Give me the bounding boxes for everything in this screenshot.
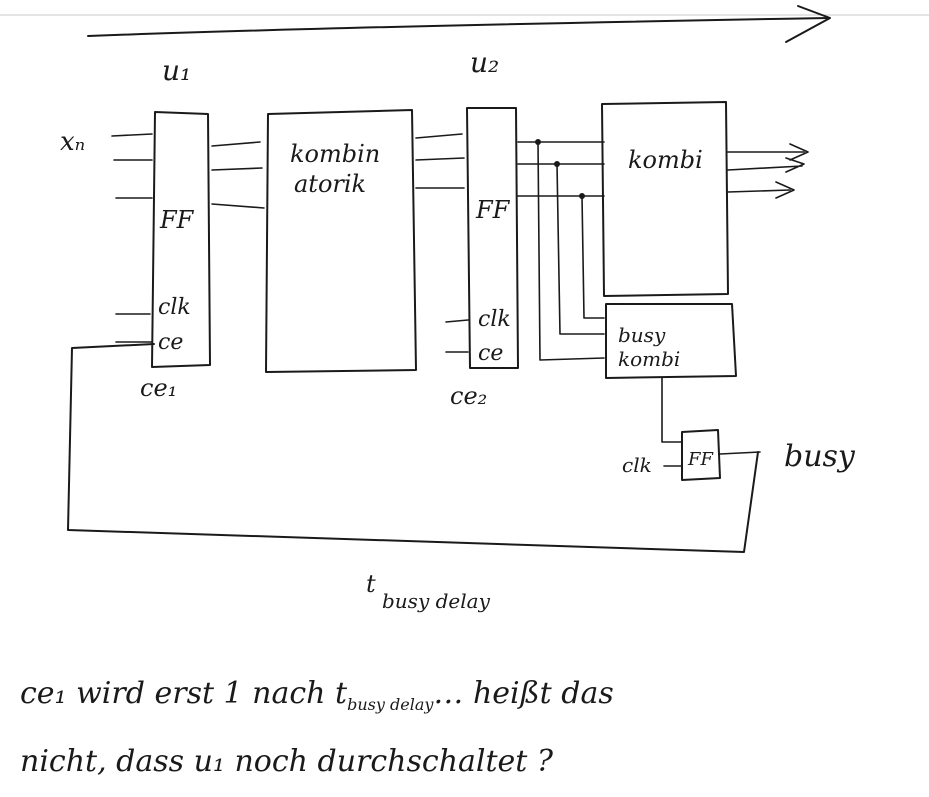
- busy-ff-label: FF: [687, 449, 714, 470]
- input-xn-label: xₙ: [60, 127, 85, 157]
- kombi-label: kombi: [628, 146, 703, 174]
- register-u1-ce-label: ce: [158, 330, 183, 355]
- question-line-1-sub: busy delay: [347, 695, 434, 714]
- busy-kombi-block: busy kombi: [605, 303, 737, 379]
- ce1-label: ce₁: [140, 374, 177, 402]
- busy-kombi-line1: busy: [618, 323, 666, 347]
- kombi-block: kombi: [601, 101, 729, 297]
- question-line-1: ce₁ wird erst 1 nach tbusy delay… heißt …: [20, 676, 614, 714]
- register-u1-clk-label: clk: [158, 295, 191, 320]
- wires-u2-to-kombi: [517, 139, 605, 361]
- question-line-2: nicht, dass u₁ noch durchschaltet ?: [20, 744, 553, 779]
- busy-delay-t: t: [366, 570, 376, 598]
- kombinatorik-line1: kombin: [290, 140, 380, 168]
- busy-feedback-wire: [67, 343, 759, 553]
- register-u2: u₂ FF clk ce ce₂: [445, 46, 519, 410]
- register-u2-ce-label: ce: [478, 341, 503, 366]
- register-u1-title: u₁: [162, 54, 191, 87]
- kombinatorik-block: kombin atorik: [265, 109, 417, 373]
- busy-ff: FF clk busy: [622, 377, 856, 481]
- wires-u1-to-comb: [211, 141, 265, 209]
- flow-arrow: [87, 5, 831, 43]
- busy-delay-label: t busy delay: [366, 570, 491, 613]
- kombi-output-arrows: [727, 143, 809, 199]
- question-line-1-post: … heißt das: [433, 676, 614, 711]
- register-u1-ff-label: FF: [159, 206, 195, 234]
- ce2-label: ce₂: [450, 382, 487, 410]
- register-u2-title: u₂: [470, 46, 499, 79]
- kombinatorik-line2: atorik: [294, 170, 366, 198]
- busy-delay-sub: busy delay: [382, 589, 491, 613]
- register-u2-clk-label: clk: [478, 307, 511, 332]
- register-u1: u₁ FF clk ce xₙ ce₁: [60, 54, 211, 402]
- busy-ff-clk-label: clk: [622, 453, 652, 477]
- busy-output-label: busy: [784, 439, 856, 474]
- question-line-1-pre: ce₁ wird erst 1 nach t: [20, 676, 348, 711]
- wires-comb-to-u2: [415, 133, 465, 189]
- busy-kombi-line2: kombi: [618, 347, 680, 371]
- register-u2-ff-label: FF: [475, 196, 511, 224]
